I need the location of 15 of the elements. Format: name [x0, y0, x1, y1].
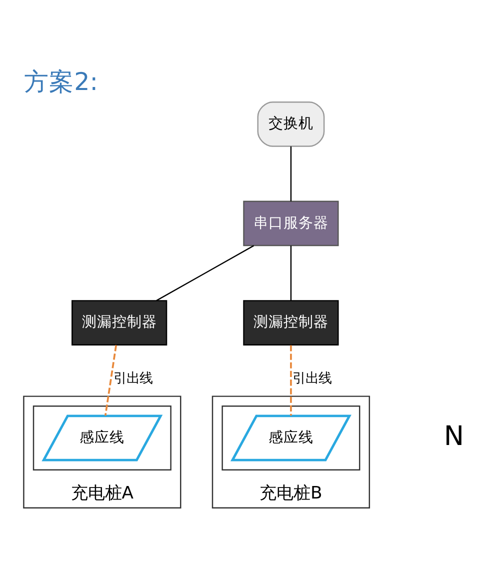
node-box: 测漏控制器	[71, 300, 167, 345]
diagram-title: 方案2:	[24, 66, 98, 96]
cluster	[221, 405, 360, 470]
connector	[290, 146, 292, 201]
connector	[290, 344, 292, 416]
edge-label: 引出线	[292, 370, 331, 386]
node-box: 测漏控制器	[242, 300, 338, 345]
connector	[156, 244, 254, 301]
edge-label: 引出线	[112, 370, 152, 386]
label: N	[443, 420, 464, 452]
node-box: 串口服务器	[242, 200, 338, 246]
connector	[104, 344, 117, 416]
node-box: 交换机	[256, 100, 324, 146]
cluster	[32, 405, 171, 470]
connector	[290, 245, 292, 300]
